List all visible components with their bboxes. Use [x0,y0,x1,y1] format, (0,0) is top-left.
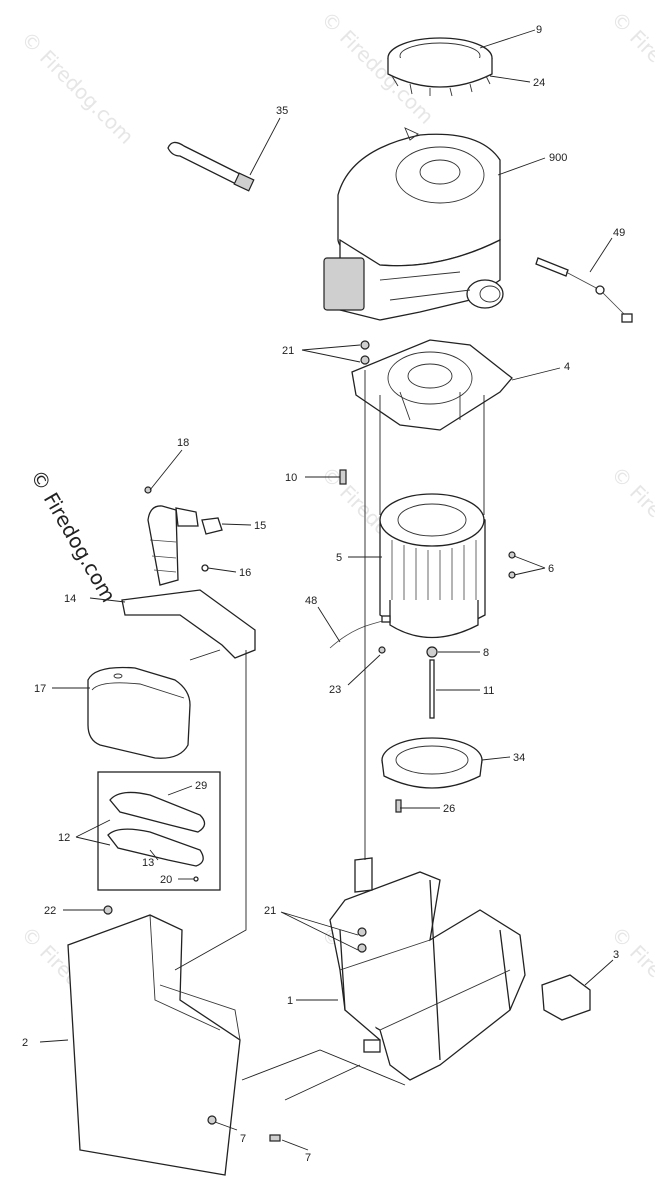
part-mounting-bracket [121,589,256,659]
label-part-12: 12 [58,832,70,844]
label-part-13: 13 [142,857,154,869]
leader-lines [39,29,614,1151]
assembly-guide-lines [174,370,485,1101]
label-part-34: 34 [513,752,525,764]
label-part-21-bottom: 21 [264,905,276,917]
label-part-7-bolt: 7 [305,1152,311,1164]
watermark-tile: © Firedog.com [606,922,655,1044]
label-part-1: 1 [287,995,293,1007]
label-part-10: 10 [285,472,297,484]
label-part-22: 22 [44,905,56,917]
label-part-900: 900 [549,152,567,164]
part-stator [379,493,486,639]
label-part-15: 15 [254,520,266,532]
part-wire [329,615,391,649]
part-gasket-kit [97,771,221,891]
label-part-18: 18 [177,437,189,449]
part-spark-plug-cable [535,257,633,323]
part-hose-assembly [147,505,223,586]
part-end-cover [381,737,483,789]
label-part-29: 29 [195,780,207,792]
watermark-side: © Firedog.com [26,466,121,607]
label-part-49: 49 [613,227,625,239]
watermark-tile: © Firedog.com [16,27,138,149]
part-side-panel [67,905,241,1176]
label-part-5: 5 [336,552,342,564]
label-part-26: 26 [443,803,455,815]
part-frame [329,871,526,1081]
part-muffler [87,666,191,759]
label-part-8: 8 [483,647,489,659]
label-part-23: 23 [329,684,341,696]
label-part-24: 24 [533,77,545,89]
label-part-17: 17 [34,683,46,695]
part-labels: 9 24 35 900 49 21 4 18 10 15 5 6 16 14 4… [22,24,625,1164]
label-part-35: 35 [276,105,288,117]
label-part-7: 7 [240,1133,246,1145]
fasteners [144,340,516,1142]
label-part-6: 6 [548,563,554,575]
watermark-tile: © Firedog.com [606,7,655,129]
label-part-16: 16 [239,567,251,579]
part-air-cleaner-ring [387,37,493,97]
part-rubber-foot [541,974,591,1021]
part-breather-hose [167,141,255,192]
part-engine [323,127,504,321]
label-part-2: 2 [22,1037,28,1049]
label-part-20: 20 [160,874,172,886]
label-part-14: 14 [64,593,76,605]
label-part-4: 4 [564,361,570,373]
label-part-9: 9 [536,24,542,36]
label-part-3: 3 [613,949,619,961]
part-end-bracket [351,339,513,431]
label-part-48: 48 [305,595,317,607]
watermark-tile: © Firedog.com [606,462,655,584]
label-part-21-top: 21 [282,345,294,357]
label-part-11: 11 [483,685,494,697]
